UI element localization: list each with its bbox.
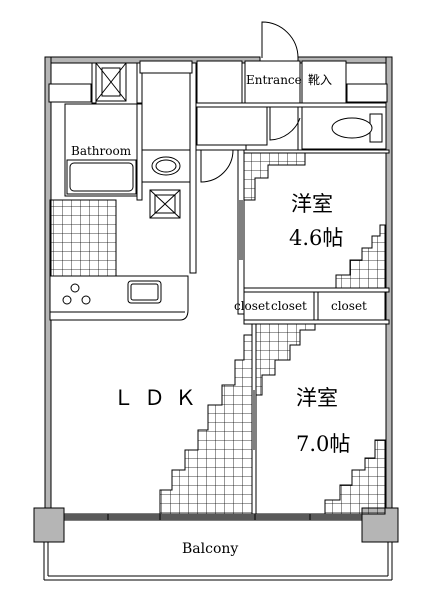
label-bathroom: Bathroom: [71, 144, 132, 158]
north-windows: [48, 83, 388, 103]
label-western-room-2: 洋室: [296, 386, 338, 410]
vanity-sink: [141, 149, 191, 183]
label-entrance: Entrance: [246, 73, 302, 87]
doors: [200, 21, 301, 450]
south-windows: [64, 514, 362, 520]
label-closet-2: closet: [271, 299, 307, 313]
label-western-room-1: 洋室: [291, 192, 333, 216]
tiled-floors: [49, 151, 386, 515]
label-shoe-box: 靴入: [308, 73, 332, 87]
kitchen-counter: [49, 275, 189, 321]
bathtub: [66, 159, 137, 195]
label-balcony: Balcony: [182, 541, 238, 557]
washing-machine-pan: [95, 62, 181, 219]
label-closet-3: closet: [331, 299, 367, 313]
closet-boxes: [243, 291, 386, 321]
toilet: [331, 113, 383, 143]
label-ldk: ＬＤＫ: [113, 386, 206, 410]
label-western-room-1-size: 4.6帖: [289, 226, 343, 250]
label-western-room-2-size: 7.0帖: [296, 432, 350, 456]
balcony-area: [43, 542, 393, 581]
label-closet-1: closet: [234, 299, 270, 313]
